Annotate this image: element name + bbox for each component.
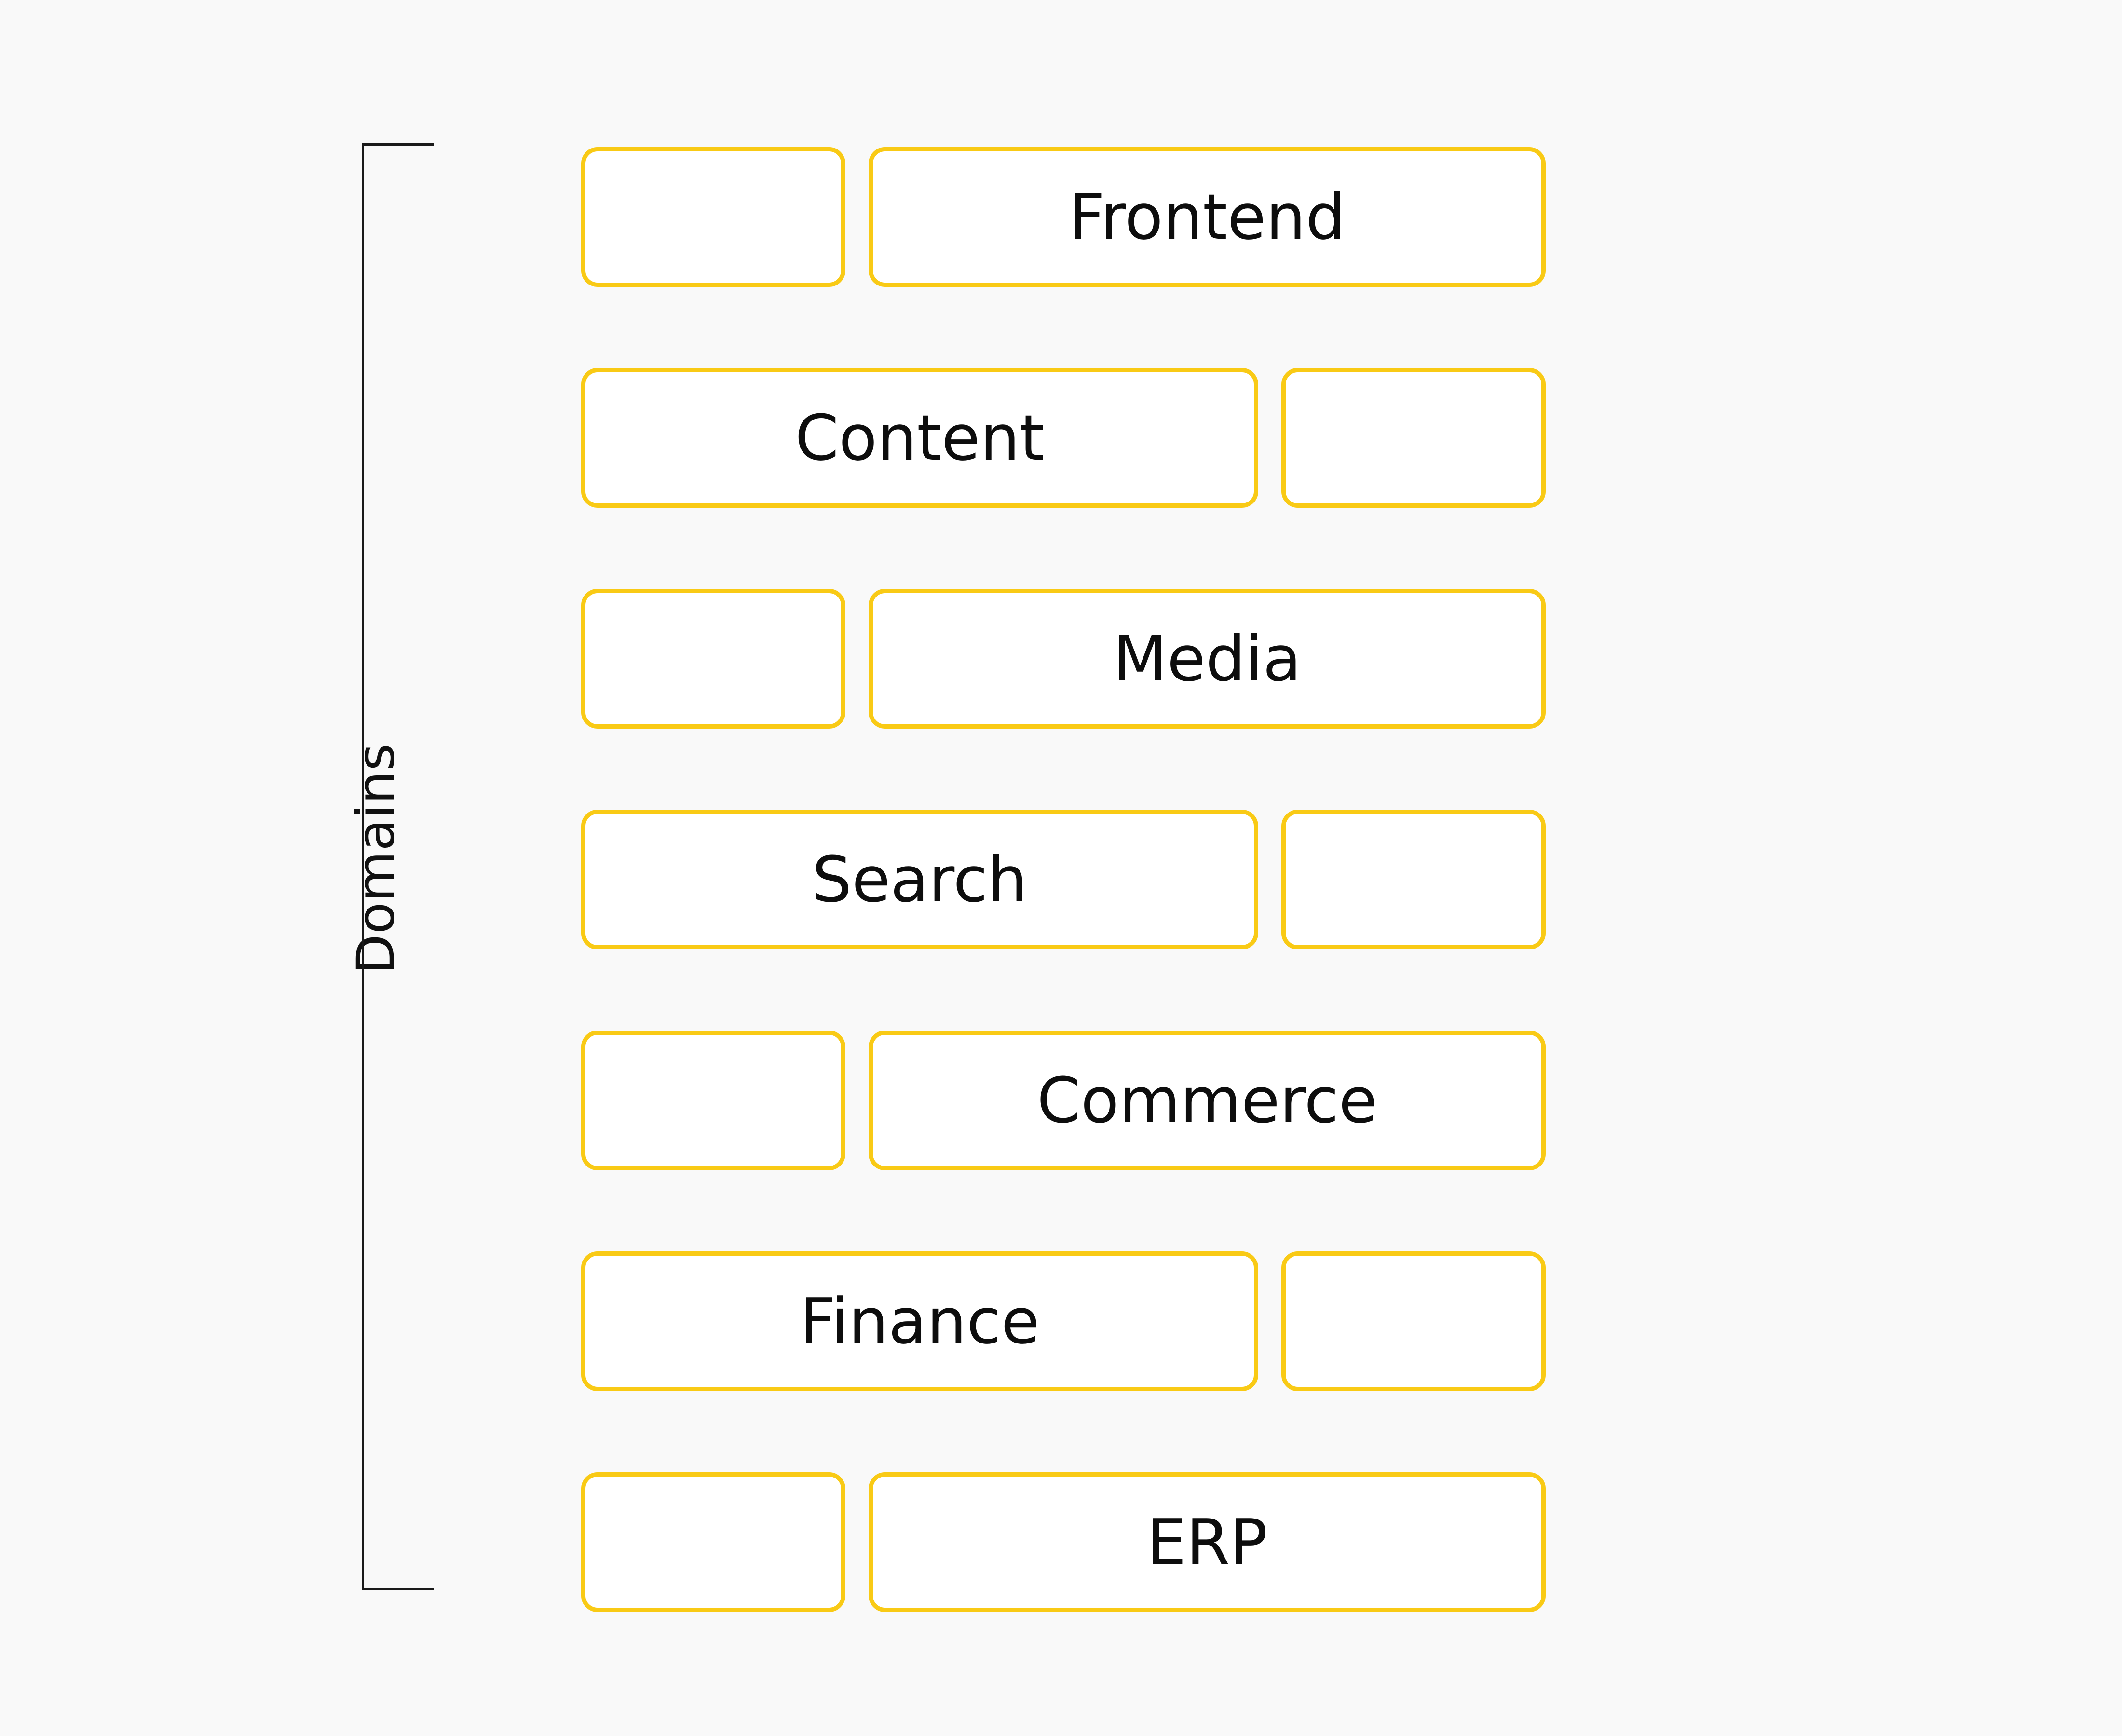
domain-box-media[interactable]: Media: [869, 589, 1546, 729]
blank-box-search[interactable]: [1281, 810, 1546, 949]
domain-box-label: Frontend: [1069, 180, 1346, 254]
domain-box-label: Commerce: [1037, 1064, 1377, 1137]
bracket-tick-bottom: [362, 1588, 434, 1590]
domain-box-finance[interactable]: Finance: [581, 1251, 1258, 1391]
group-bracket: [362, 143, 434, 1590]
domain-box-label: Media: [1113, 622, 1302, 695]
domain-row-commerce: Commerce: [581, 1031, 1546, 1170]
domain-row-finance: Finance: [581, 1251, 1546, 1391]
bracket-spine: [362, 143, 364, 1590]
domain-row-content: Content: [581, 368, 1546, 508]
blank-box-media[interactable]: [581, 589, 845, 729]
domain-row-frontend: Frontend: [581, 147, 1546, 287]
blank-box-erp[interactable]: [581, 1472, 845, 1612]
domain-row-erp: ERP: [581, 1472, 1546, 1612]
domain-box-frontend[interactable]: Frontend: [869, 147, 1546, 287]
domain-box-commerce[interactable]: Commerce: [869, 1031, 1546, 1170]
domain-box-erp[interactable]: ERP: [869, 1472, 1546, 1612]
domains-group-axis: Domains: [236, 143, 439, 1590]
blank-box-commerce[interactable]: [581, 1031, 845, 1170]
domain-row-search: Search: [581, 810, 1546, 949]
blank-box-finance[interactable]: [1281, 1251, 1546, 1391]
bracket-tick-top: [362, 143, 434, 146]
domain-box-label: ERP: [1146, 1505, 1268, 1579]
blank-box-content[interactable]: [1281, 368, 1546, 508]
domain-row-media: Media: [581, 589, 1546, 729]
domain-box-label: Finance: [800, 1285, 1040, 1358]
domain-box-search[interactable]: Search: [581, 810, 1258, 949]
domain-box-label: Content: [795, 401, 1045, 475]
domain-box-label: Search: [812, 843, 1028, 916]
domain-box-content[interactable]: Content: [581, 368, 1258, 508]
blank-box-frontend[interactable]: [581, 147, 845, 287]
